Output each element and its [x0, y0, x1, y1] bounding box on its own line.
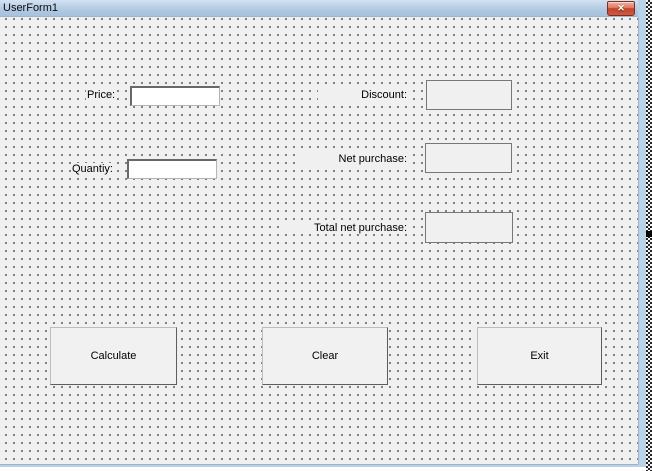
discount-label: Discount: [318, 89, 408, 101]
price-label: Price: [86, 89, 117, 101]
quantity-label: Quantiy: [71, 163, 114, 175]
form-canvas: Price: Quantiy: Discount: Net purchase: … [0, 17, 638, 464]
quantity-input[interactable] [127, 159, 217, 179]
net-purchase-display [425, 143, 512, 173]
close-button[interactable]: ✕ [607, 1, 635, 16]
calculate-button[interactable]: Calculate [50, 327, 177, 385]
window-title: UserForm1 [3, 2, 59, 14]
discount-display [426, 80, 512, 110]
close-icon: ✕ [617, 3, 625, 13]
window-titlebar[interactable]: UserForm1 [0, 0, 638, 17]
price-input[interactable] [130, 86, 220, 106]
clear-button[interactable]: Clear [262, 327, 388, 385]
net-purchase-label: Net purchase: [300, 153, 408, 165]
total-net-purchase-label: Total net purchase: [280, 222, 408, 234]
resize-handle[interactable] [646, 231, 652, 237]
total-net-purchase-display [425, 212, 513, 243]
exit-button[interactable]: Exit [477, 327, 602, 385]
